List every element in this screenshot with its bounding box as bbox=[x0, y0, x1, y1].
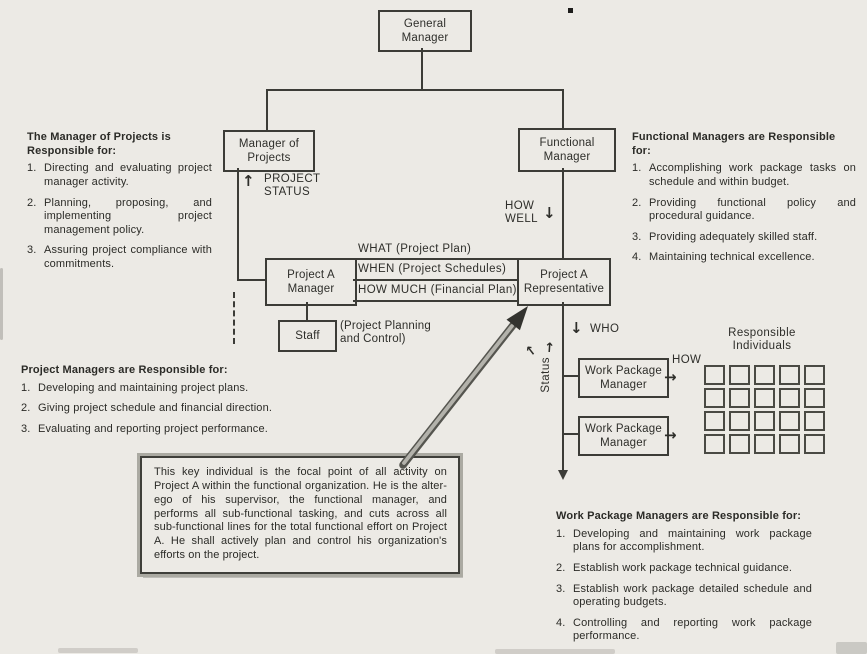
responsible-individual-cell bbox=[804, 365, 825, 385]
connector-to-pam bbox=[237, 279, 265, 281]
scan-edge-artifact bbox=[0, 268, 3, 340]
responsible-individual-cell bbox=[754, 365, 775, 385]
project-status-label: PROJECT STATUS bbox=[264, 173, 321, 199]
staff-note-label: (Project Planning and Control) bbox=[340, 320, 431, 346]
staff-box: Staff bbox=[278, 320, 337, 352]
status-label: Status bbox=[540, 357, 552, 393]
connector-to-wpm-bottom bbox=[562, 433, 578, 435]
responsible-individual-cell bbox=[754, 411, 775, 431]
connector-gm-to-bus bbox=[421, 48, 423, 90]
key-individual-callout: This key individual is the focal point o… bbox=[137, 452, 463, 578]
responsible-individual-cell bbox=[804, 388, 825, 408]
how-well-label: HOW WELL bbox=[505, 200, 538, 226]
connector-fm-to-par bbox=[562, 168, 564, 258]
connector-dashed-continuation bbox=[233, 292, 235, 344]
connector-pam-to-staff bbox=[306, 302, 308, 320]
responsible-individual-cell bbox=[704, 434, 725, 454]
list-item: 1. Accomplishing work package tasks on s… bbox=[632, 162, 856, 188]
responsible-individual-cell bbox=[704, 388, 725, 408]
band-line-bottom bbox=[353, 300, 517, 302]
responsible-individual-cell bbox=[779, 365, 800, 385]
who-label: WHO bbox=[590, 323, 620, 335]
project-a-manager-box: Project A Manager bbox=[265, 258, 357, 306]
band-line-middle bbox=[353, 279, 517, 281]
list-item: 4. Controlling and reporting work packag… bbox=[556, 616, 812, 643]
block-heading: Functional Managers are Responsible for: bbox=[632, 131, 836, 157]
block-heading: Work Package Managers are Responsible fo… bbox=[556, 510, 802, 522]
project-managers-responsibilities: Project Managers are Responsible for: 1.… bbox=[21, 364, 321, 444]
responsible-individual-cell bbox=[704, 411, 725, 431]
responsible-individual-cell bbox=[804, 434, 825, 454]
list-item: 3. Providing adequately skilled staff. bbox=[632, 230, 818, 243]
project-a-representative-box: Project A Representative bbox=[517, 258, 611, 306]
connector-mop-down bbox=[237, 168, 239, 281]
work-package-manager-box-bottom: Work Package Manager bbox=[578, 416, 669, 456]
list-item: 3. Assuring project compliance with comm… bbox=[27, 244, 212, 270]
connector-top-bus bbox=[266, 89, 564, 91]
list-item: 1. Developing and maintaining project pl… bbox=[21, 381, 249, 394]
when-project-schedules-label: WHEN (Project Schedules) bbox=[358, 263, 507, 275]
callout-pointer-arrow bbox=[399, 306, 528, 469]
scan-corner-artifact bbox=[836, 642, 867, 654]
connector-to-wpm-top bbox=[562, 375, 578, 377]
responsible-individual-cell bbox=[754, 434, 775, 454]
work-package-manager-box-top: Work Package Manager bbox=[578, 358, 669, 398]
responsible-individual-cell bbox=[779, 388, 800, 408]
responsible-individual-cell bbox=[729, 388, 750, 408]
responsible-individual-cell bbox=[779, 434, 800, 454]
list-item: 2. Planning, proposing, and implementing… bbox=[27, 196, 212, 236]
responsible-individual-cell bbox=[779, 411, 800, 431]
scan-edge-artifact bbox=[495, 649, 615, 654]
list-item: 2. Establish work package technical guid… bbox=[556, 561, 793, 574]
list-item: 3. Evaluating and reporting project perf… bbox=[21, 422, 268, 435]
connector-bus-to-fm bbox=[562, 89, 564, 128]
connector-bus-to-mop bbox=[266, 89, 268, 130]
manager-of-projects-box: Manager of Projects bbox=[223, 130, 315, 172]
responsible-individual-cell bbox=[729, 365, 750, 385]
down-arrow-icon: ↓ bbox=[543, 204, 556, 222]
list-item: 2. Providing functional policy and proce… bbox=[632, 196, 856, 223]
right-arrow-icon: → bbox=[664, 426, 677, 444]
list-item: 4. Maintaining technical excellence. bbox=[632, 251, 815, 264]
responsible-individual-cell bbox=[704, 365, 725, 385]
manager-of-projects-responsibilities: The Manager of Projects is Responsible f… bbox=[27, 131, 212, 279]
block-heading: The Manager of Projects is Responsible f… bbox=[27, 131, 171, 157]
band-line-top bbox=[353, 258, 517, 260]
scan-edge-artifact bbox=[58, 648, 138, 653]
down-arrow-icon: ↓ bbox=[570, 319, 583, 337]
responsible-individual-cell bbox=[754, 388, 775, 408]
list-item: 3. Establish work package detailed sched… bbox=[556, 582, 812, 609]
work-package-managers-responsibilities: Work Package Managers are Responsible fo… bbox=[556, 510, 812, 651]
connector-par-down bbox=[562, 302, 564, 472]
general-manager-box: General Manager bbox=[378, 10, 472, 52]
responsible-individual-cell bbox=[729, 411, 750, 431]
scan-dot-artifact bbox=[568, 8, 573, 13]
what-project-plan-label: WHAT (Project Plan) bbox=[358, 243, 472, 255]
how-label: HOW bbox=[672, 354, 702, 366]
responsible-individual-cell bbox=[729, 434, 750, 454]
up-arrow-icon: ↑ bbox=[242, 172, 255, 190]
list-item: 2. Giving project schedule and financial… bbox=[21, 402, 273, 415]
list-item: 1. Developing and maintaining work packa… bbox=[556, 527, 812, 554]
responsible-individuals-label: Responsible Individuals bbox=[728, 327, 796, 353]
right-arrow-icon: → bbox=[664, 368, 677, 386]
functional-manager-box: Functional Manager bbox=[518, 128, 616, 172]
block-heading: Project Managers are Responsible for: bbox=[21, 364, 228, 376]
list-item: 1. Directing and evaluating project mana… bbox=[27, 162, 212, 188]
how-much-financial-plan-label: HOW MUCH (Financial Plan) bbox=[358, 284, 517, 296]
responsible-individual-cell bbox=[804, 411, 825, 431]
responsible-individuals-grid bbox=[704, 365, 825, 454]
status-up-arrow-icon: ↑ bbox=[543, 340, 556, 357]
functional-managers-responsibilities: Functional Managers are Responsible for:… bbox=[632, 131, 856, 272]
arrowhead-down-icon bbox=[558, 470, 568, 480]
